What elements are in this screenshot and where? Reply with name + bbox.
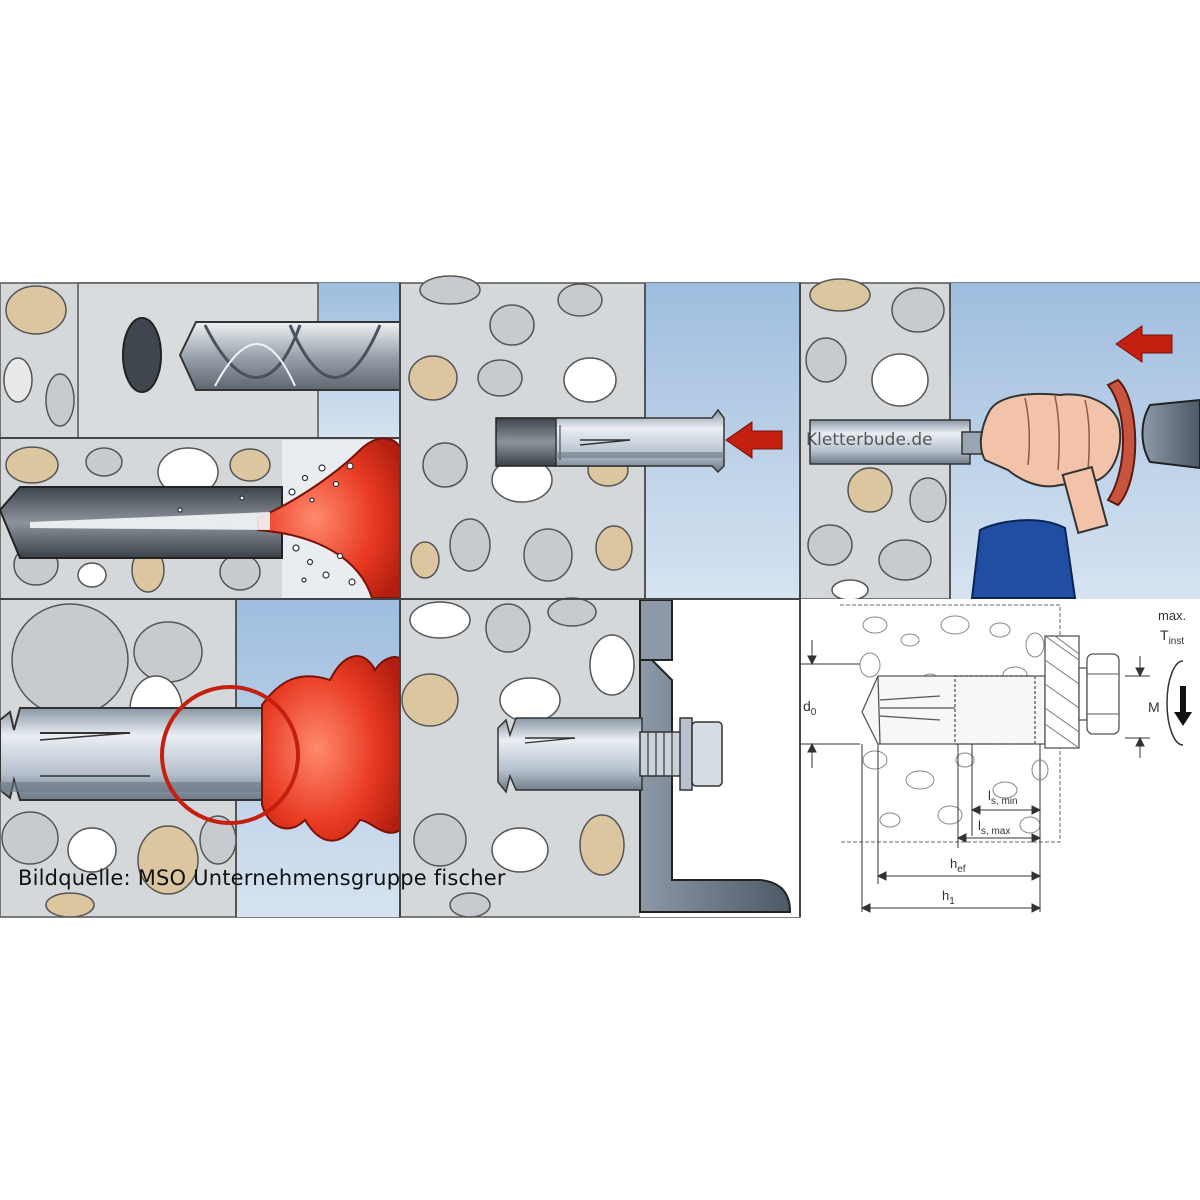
label-ls-max: ls, max [978,818,1010,837]
sleeve [970,519,1077,599]
label-d0: d0 [803,698,817,718]
fixture-angle [639,659,792,913]
washer [679,717,693,791]
image-source-caption: Bildquelle: MSO Unternehmensgruppe fisch… [18,866,506,890]
anchor [0,707,291,801]
torque-arrow-icon [1166,660,1200,746]
panel-drilling [0,282,401,600]
label-M: M [1148,699,1160,715]
label-h1: h1 [942,888,955,907]
highlight-circle [160,685,300,825]
hand-guard [1106,378,1137,507]
setting-tool [261,655,401,842]
drilled-hole [122,317,162,393]
label-hef: hef [950,856,966,875]
hand-icon [979,392,1122,488]
panel-insert-anchor [399,275,801,600]
panel-setting-check [0,598,401,918]
dimension-lines [800,640,1150,913]
fixture-outline [1044,635,1120,749]
blow-pump [257,437,401,599]
pebbles [3,285,75,427]
label-torque-max: max. [1158,608,1186,623]
panel-hammer-in [799,278,1200,601]
blow-subpanel [0,437,401,599]
label-torque: Tinst [1160,627,1184,647]
anchor-outline [861,675,1046,745]
panel-fixture-mounted [399,597,801,918]
label-ls-min: ls, min [988,788,1018,807]
anchor [497,717,643,794]
anchor [555,408,725,474]
drill-bit [178,321,401,391]
arrow-hit-icon [1115,325,1173,363]
panel-dividers [0,283,801,917]
panel-technical-drawing: d0 M max. Tinst ls, min ls, max hef h1 [800,599,1200,917]
watermark: Kletterbude.de [806,430,933,450]
arrow-push-icon [725,421,783,459]
hammer-head [1141,398,1200,470]
hex-nut [691,721,723,787]
